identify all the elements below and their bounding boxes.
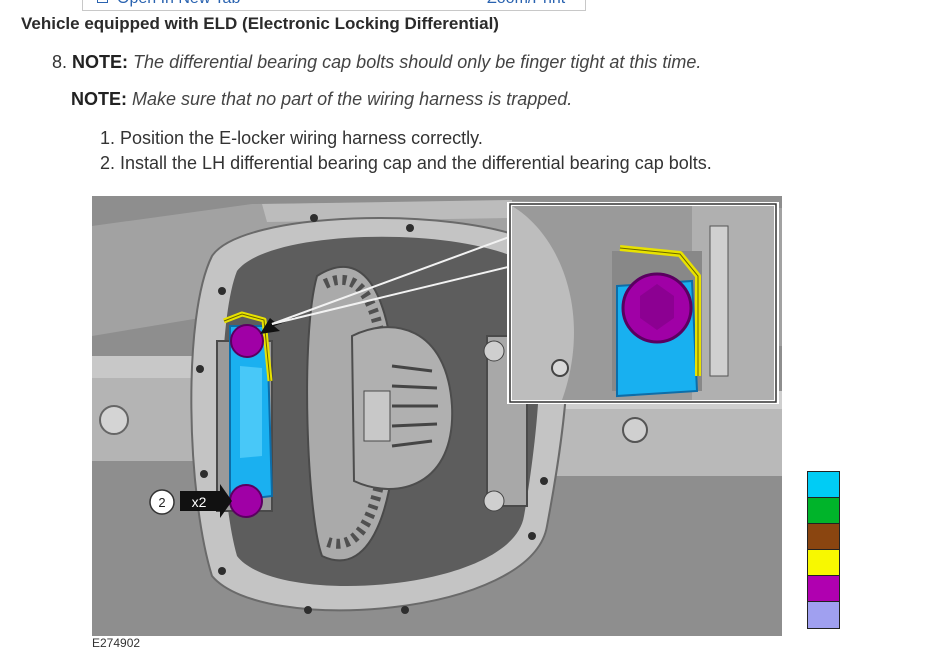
- figure-id: E274902: [92, 636, 141, 650]
- callout-arrow: [180, 484, 232, 518]
- legend-swatch-cyan: [808, 472, 839, 498]
- legend-swatch-purple: [808, 576, 839, 602]
- step-8: 8. NOTE: The differential bearing cap bo…: [52, 52, 701, 73]
- bolt-callout: 2 x2: [149, 484, 232, 518]
- legend-swatch-brown: [808, 524, 839, 550]
- legend-swatch-green: [808, 498, 839, 524]
- note-text: Make sure that no part of the wiring har…: [132, 89, 573, 109]
- color-legend: [807, 471, 840, 629]
- note-text: The differential bearing cap bolts shoul…: [133, 52, 702, 72]
- legend-swatch-yellow: [808, 550, 839, 576]
- step-number: 8.: [52, 52, 68, 72]
- differential-illustration[interactable]: 2 x2: [92, 196, 782, 636]
- open-new-tab-link[interactable]: Open In New Tab: [117, 0, 240, 8]
- inset-view: [512, 206, 774, 400]
- open-new-tab-icon[interactable]: [97, 0, 108, 3]
- note-label: NOTE:: [72, 52, 129, 72]
- callout-number-circle: [149, 489, 175, 515]
- section-heading: Vehicle equipped with ELD (Electronic Lo…: [21, 14, 499, 33]
- substep-1: 1. Position the E-locker wiring harness …: [100, 128, 483, 148]
- top-toolbar: Open In New Tab Zoom/Print: [82, 0, 586, 11]
- note-2: NOTE: Make sure that no part of the wiri…: [71, 89, 572, 110]
- substep-2: 2. Install the LH differential bearing c…: [100, 153, 712, 173]
- note-label: NOTE:: [71, 89, 127, 109]
- callout-number: 2: [158, 495, 165, 510]
- callout-quantity: x2: [192, 494, 207, 510]
- legend-swatch-lavender: [808, 602, 839, 628]
- zoom-print-link[interactable]: Zoom/Print: [487, 0, 565, 8]
- substep-list: 1. Position the E-locker wiring harness …: [100, 127, 712, 177]
